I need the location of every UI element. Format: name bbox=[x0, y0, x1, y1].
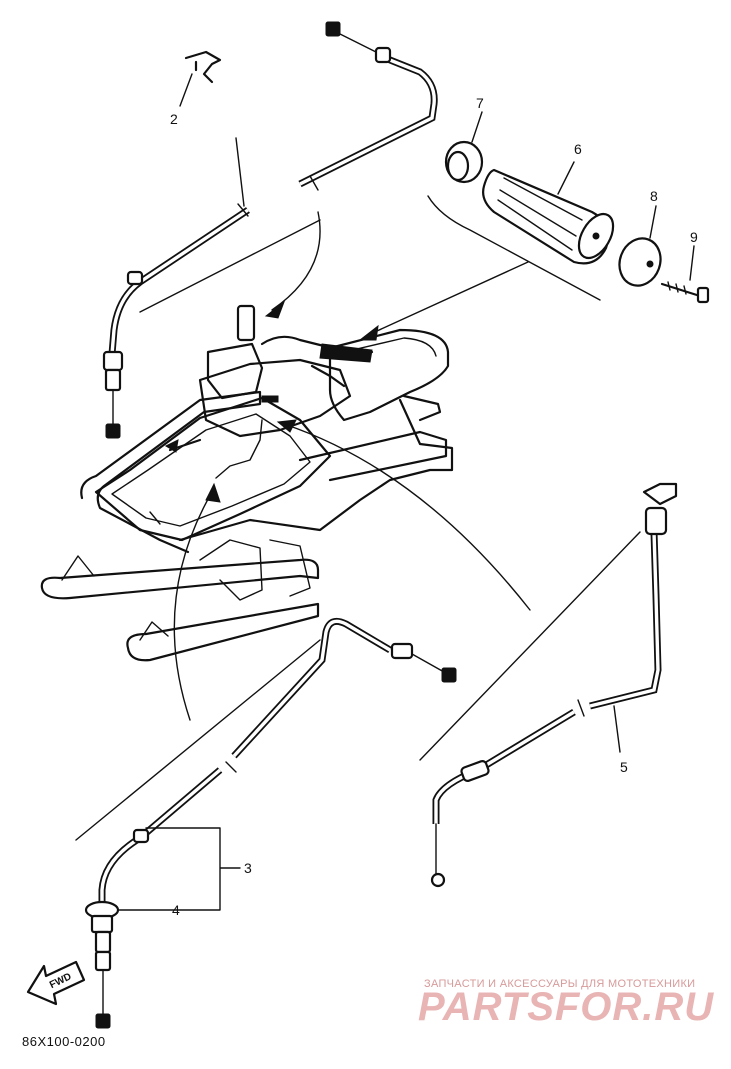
snowmobile-illustration bbox=[40, 304, 454, 662]
callout-9: 9 bbox=[690, 229, 698, 245]
diagram-part-code: 86X100-0200 bbox=[22, 1034, 106, 1049]
grip-group-outline bbox=[427, 195, 601, 301]
cable-3-top-end bbox=[441, 667, 457, 683]
fwd-arrow: FWD bbox=[26, 960, 86, 1006]
clip-part-2 bbox=[179, 50, 222, 107]
arrow-cable-3 bbox=[173, 491, 213, 721]
arrow-cable-5 bbox=[283, 423, 531, 611]
internal-arrow bbox=[164, 439, 179, 453]
cable-3-bottom-end bbox=[95, 1013, 111, 1029]
cable-1-adjuster bbox=[102, 350, 124, 372]
cable-1-adjuster-nut bbox=[104, 368, 122, 392]
clip-leader bbox=[179, 73, 193, 107]
callout-6: 6 bbox=[574, 141, 582, 157]
callout-5: 5 bbox=[620, 759, 628, 775]
callout-8: 8 bbox=[650, 188, 658, 204]
brake-lever bbox=[310, 364, 346, 388]
grip-group bbox=[139, 111, 710, 313]
throttle-housing bbox=[236, 304, 256, 342]
suspension-arm-2 bbox=[269, 539, 311, 597]
cable-route bbox=[215, 419, 263, 479]
windshield bbox=[206, 342, 264, 400]
cable-1-collar bbox=[126, 270, 144, 286]
screw-part-9 bbox=[660, 245, 710, 304]
cable-3-ferrule bbox=[390, 642, 414, 660]
dashboard bbox=[198, 358, 352, 438]
handlebar-grip bbox=[319, 343, 373, 363]
watermark: ЗАПЧАСТИ И АКСЕССУАРЫ ДЛЯ МОТОТЕХНИКИ PA… bbox=[418, 978, 714, 1029]
cable-3-4 bbox=[75, 617, 457, 1029]
suspension-arm bbox=[199, 539, 263, 601]
left-ski-strut bbox=[61, 555, 95, 581]
arrow-throttle-cable-head bbox=[264, 300, 286, 319]
left-ski bbox=[40, 558, 320, 600]
fitting-marker bbox=[261, 395, 279, 403]
cable-1-bottom-end bbox=[105, 423, 121, 439]
callout-3: 3 bbox=[244, 860, 252, 876]
hood-slot bbox=[149, 511, 161, 525]
callout-4: 4 bbox=[172, 902, 180, 918]
cable-5-leader bbox=[613, 705, 621, 753]
endcap-part-8 bbox=[618, 205, 662, 287]
front-bumper bbox=[80, 390, 262, 554]
callout-2: 2 bbox=[170, 111, 178, 127]
seat bbox=[328, 328, 450, 422]
reference-arrows bbox=[173, 211, 531, 721]
watermark-tagline: ЗАПЧАСТИ И АКСЕССУАРЫ ДЛЯ МОТОТЕХНИКИ bbox=[424, 978, 695, 990]
hood bbox=[94, 396, 332, 542]
callouts: 1 2 3 4 5 6 7 8 9 bbox=[170, 95, 698, 918]
rear-rail bbox=[402, 394, 442, 422]
cable-3-adjuster bbox=[94, 930, 112, 954]
cable-5-top-end bbox=[642, 482, 678, 506]
arrow-cable-5-head bbox=[276, 419, 297, 433]
right-ski-strut bbox=[139, 621, 169, 641]
arrow-grip bbox=[365, 261, 529, 337]
running-board bbox=[298, 430, 448, 482]
cable-5-bottom-end bbox=[430, 872, 446, 888]
callout-7: 7 bbox=[476, 95, 484, 111]
cable-3-collar bbox=[132, 828, 150, 844]
cable-1-top-ferrule bbox=[374, 46, 392, 64]
arrow-grip-head bbox=[358, 324, 379, 341]
cable-1-break-line bbox=[237, 175, 319, 217]
chassis-frame bbox=[178, 398, 454, 542]
seat-seam bbox=[343, 337, 437, 357]
grip-part-6 bbox=[482, 161, 615, 265]
cable-5-fitting bbox=[644, 506, 668, 536]
cable-5-ferrule bbox=[460, 760, 490, 782]
watermark-brand: PARTSFOR.RU bbox=[418, 985, 714, 1029]
right-ski bbox=[126, 602, 320, 662]
cable-1-top-end bbox=[325, 21, 341, 37]
cable-3-4-bracket bbox=[117, 827, 241, 911]
handlebar bbox=[260, 335, 374, 354]
arrow-throttle-cable bbox=[271, 211, 321, 311]
arrow-cable-3-head bbox=[205, 482, 221, 503]
throttle-cable-1 bbox=[102, 21, 438, 439]
collar-part-7 bbox=[444, 111, 484, 184]
cable-5 bbox=[419, 482, 678, 888]
